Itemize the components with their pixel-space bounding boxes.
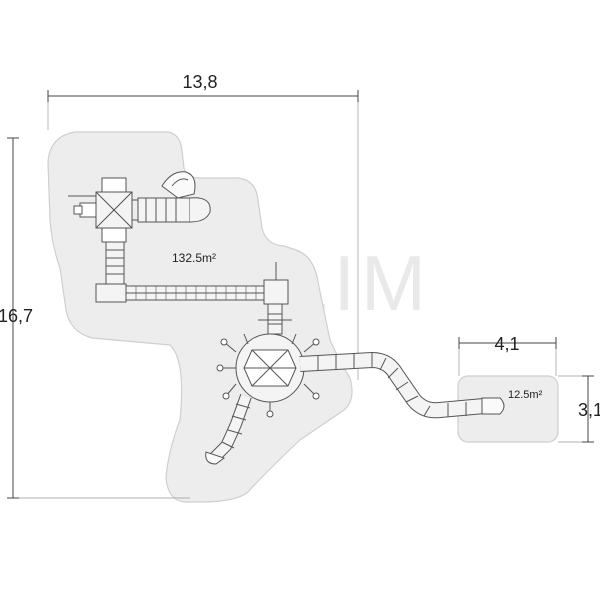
main-height-label: 16,7: [0, 306, 33, 326]
vertical-bridge: [105, 241, 125, 287]
main-width-dimension: [47, 90, 359, 380]
side-height-dimension: [558, 375, 594, 443]
curved-slide: [205, 393, 252, 465]
main-height-dimension: [7, 137, 190, 499]
equipment: [68, 171, 505, 465]
horizontal-bridge: [95, 262, 289, 305]
upper-slide: [137, 171, 211, 223]
main-safety-zone: [47, 131, 353, 503]
side-width-label: 4,1: [494, 334, 519, 354]
upper-tower: [68, 177, 160, 243]
side-height-label: 3,1: [578, 400, 600, 420]
side-area-label: 12.5m²: [508, 389, 543, 401]
main-area-label: 132.5m²: [172, 251, 216, 265]
side-width-dimension: [458, 337, 557, 376]
central-hub: [216, 333, 320, 418]
main-width-label: 13,8: [182, 72, 217, 92]
tube-slide: [299, 351, 505, 419]
